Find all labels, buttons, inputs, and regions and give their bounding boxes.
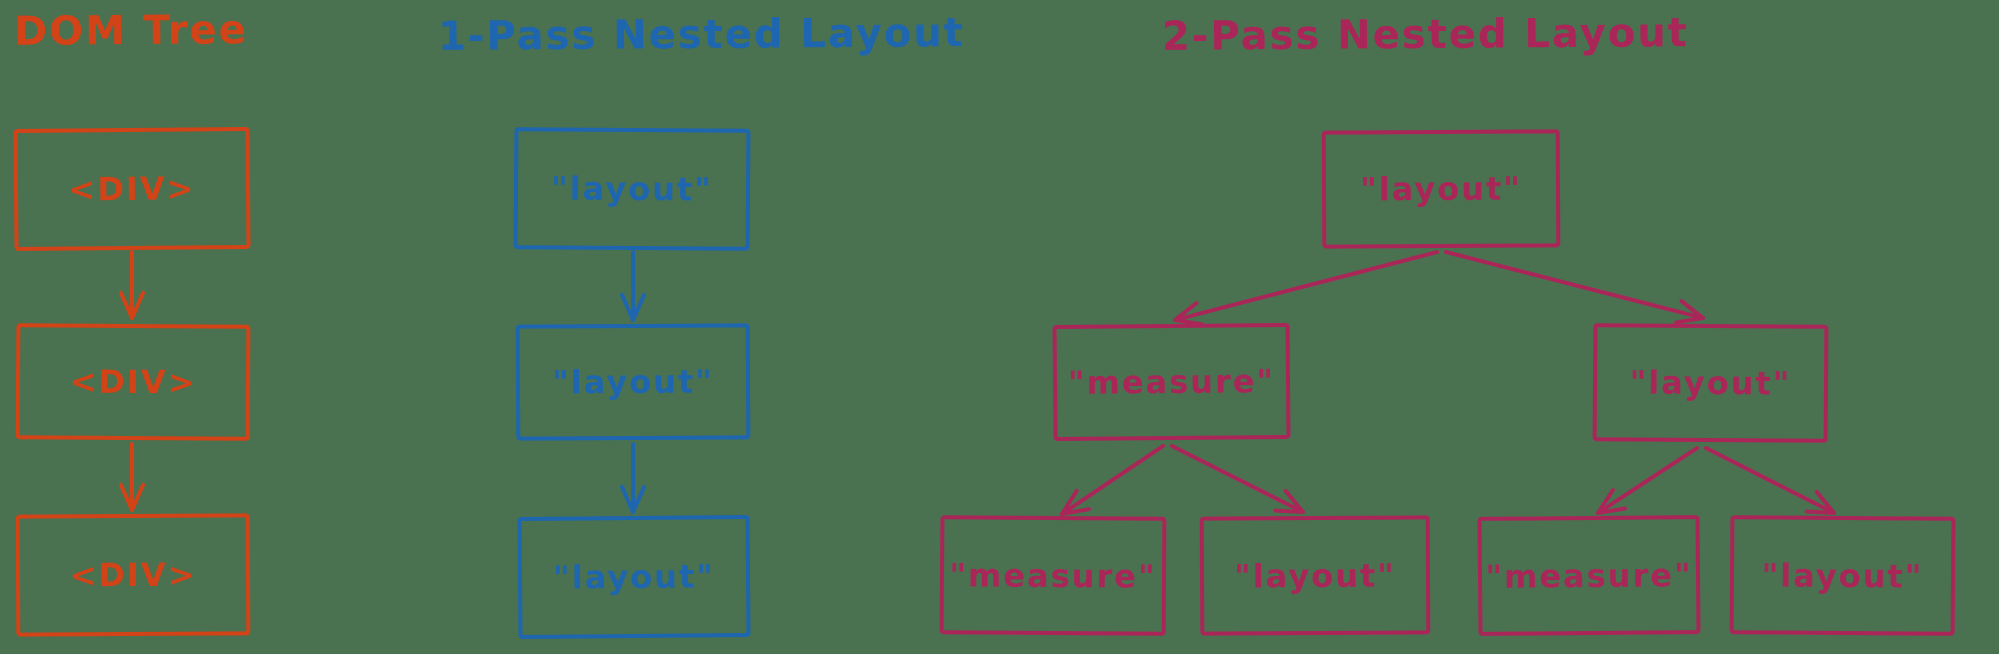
two-pass-leaf-box-4: "layout": [1729, 515, 1956, 636]
one-pass-title: 1-Pass Nested Layout: [437, 10, 965, 60]
two-pass-title: 2-Pass Nested Layout: [1161, 10, 1689, 60]
two-pass-leaf-box-1: "measure": [939, 515, 1167, 636]
two-pass-arrow-measure-leaf2: [1170, 444, 1305, 514]
two-pass-arrow-root-measure: [1173, 250, 1439, 327]
two-pass-layout-label: "layout": [1629, 363, 1792, 403]
two-pass-measure-label: "measure": [1067, 362, 1276, 402]
two-pass-leaf-label-2: "layout": [1233, 556, 1397, 595]
two-pass-arrow-layout-leaf3: [1596, 446, 1699, 515]
two-pass-root-box: "layout": [1321, 129, 1561, 249]
one-pass-node-box-1: "layout": [513, 127, 751, 251]
dom-node-box-3: <DIV>: [15, 513, 251, 637]
two-pass-leaf-label-4: "layout": [1761, 555, 1924, 596]
two-pass-leaf-label-1: "measure": [949, 555, 1157, 596]
one-pass-node-label-2: "layout": [551, 362, 715, 402]
dom-node-box-1: <DIV>: [13, 126, 251, 252]
two-pass-leaf-box-2: "layout": [1199, 515, 1431, 636]
two-pass-leaf-label-3: "measure": [1485, 555, 1693, 596]
two-pass-layout-box: "layout": [1592, 323, 1829, 443]
dom-node-label-1: <DIV>: [68, 169, 196, 209]
two-pass-leaf-box-3: "measure": [1477, 515, 1701, 636]
two-pass-root-label: "layout": [1359, 169, 1523, 209]
two-pass-arrow-measure-leaf1: [1060, 444, 1165, 516]
two-pass-arrow-root-layout: [1444, 250, 1705, 325]
one-pass-node-box-2: "layout": [515, 323, 751, 441]
one-pass-node-label-3: "layout": [552, 557, 716, 597]
two-pass-arrow-layout-leaf4: [1704, 446, 1836, 515]
one-pass-node-box-3: "layout": [517, 514, 751, 640]
dom-node-box-2: <DIV>: [15, 323, 251, 441]
dom-tree-title: DOM Tree: [13, 7, 248, 55]
two-pass-measure-box: "measure": [1052, 322, 1291, 442]
dom-node-label-2: <DIV>: [69, 362, 197, 402]
dom-node-label-3: <DIV>: [69, 555, 197, 595]
one-pass-node-label-1: "layout": [550, 169, 714, 209]
